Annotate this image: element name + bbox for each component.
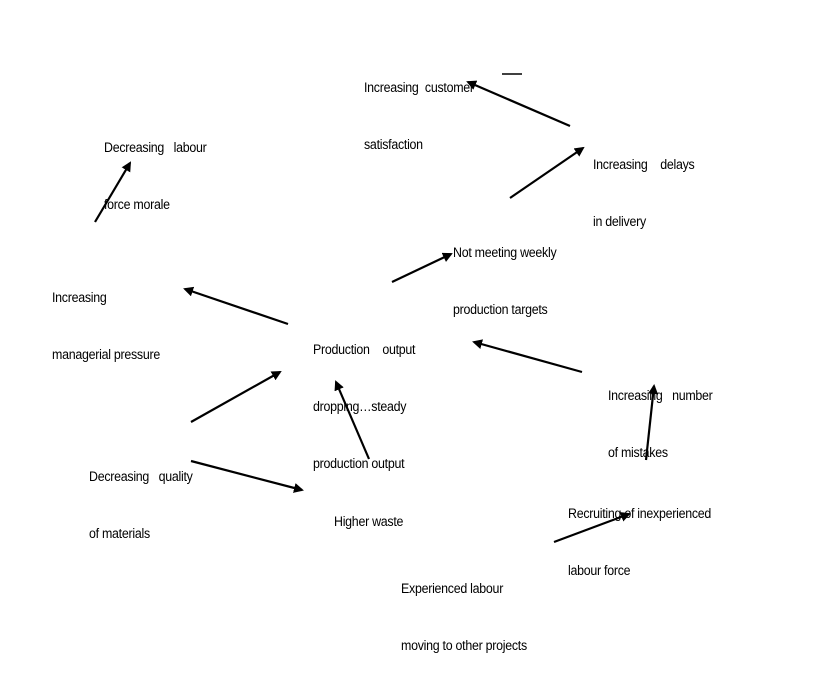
arrow-recruiting-to-mistakes [644, 384, 659, 461]
node-line: Decreasing labour [104, 140, 207, 155]
node-line: managerial pressure [52, 347, 160, 362]
node-line: Not meeting weekly [453, 245, 557, 260]
node-line: Decreasing quality [89, 469, 193, 484]
node-line: Increasing [52, 290, 107, 305]
node-line: in delivery [593, 214, 646, 229]
arrow-quality-to-waste [190, 459, 304, 493]
node-higher-waste: Higher waste [334, 474, 403, 569]
node-delays-delivery: Increasing delays in delivery [593, 117, 695, 269]
node-line: dropping…steady [313, 399, 407, 414]
arrow-mistakes-to-output [472, 339, 583, 374]
cause-effect-diagram: Increasing customer satisfaction Decreas… [52, 40, 713, 653]
node-line: of mistakes [608, 445, 668, 460]
node-line: Increasing delays [593, 157, 695, 172]
node-line: labour force [568, 563, 631, 578]
node-weekly-targets: Not meeting weekly production targets [453, 205, 557, 357]
node-production-output: Production output dropping…steady produc… [313, 302, 415, 511]
arrow-output-to-targets [391, 252, 453, 283]
arrow-delays-to-satisfaction [466, 80, 571, 128]
arrow-quality-to-output [190, 371, 282, 423]
node-managerial-pressure: Increasing managerial pressure [52, 250, 160, 402]
node-line: Higher waste [334, 514, 404, 529]
node-customer-satisfaction: Increasing customer satisfaction [364, 40, 474, 192]
node-line: force morale [104, 197, 170, 212]
node-line: of materials [89, 526, 150, 541]
arrow-targets-to-delays [509, 146, 585, 199]
arrow-pressure-to-morale [94, 161, 132, 223]
node-line: Increasing customer [364, 80, 474, 95]
arrows-layer [94, 73, 659, 544]
node-line: Production output [313, 342, 416, 357]
arrow-output-to-pressure [183, 286, 289, 326]
node-labour-morale: Decreasing labour force morale [104, 100, 207, 252]
node-inexperienced-recruiting: Recruiting of inexperienced labour force [568, 466, 711, 618]
node-line: satisfaction [364, 137, 423, 152]
arrow-waste-to-output [334, 380, 371, 460]
node-line: production output [313, 456, 405, 471]
node-line: production targets [453, 302, 548, 317]
node-line: moving to other projects [401, 638, 527, 653]
arrow-experienced-to-recruiting [553, 512, 631, 544]
node-quality-materials: Decreasing quality of materials [89, 429, 193, 581]
